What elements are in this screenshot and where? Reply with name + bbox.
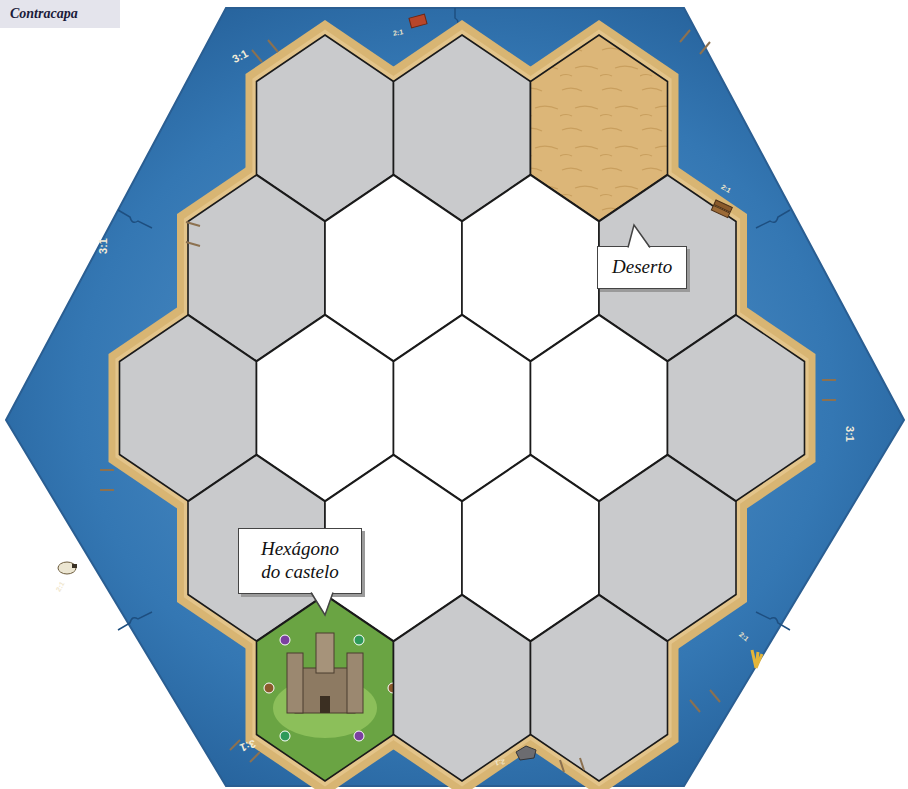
harbor-piers bbox=[100, 30, 836, 772]
callout-pointer bbox=[620, 223, 660, 249]
terrain-hex bbox=[394, 595, 531, 781]
harbor-ratio: 3:1 bbox=[844, 426, 856, 442]
ore-icon bbox=[516, 746, 536, 760]
beach bbox=[109, 20, 816, 789]
sea-frame bbox=[6, 8, 904, 786]
harbor-ratio: 2:1 bbox=[54, 580, 65, 592]
harbor-ratio: 2:1 bbox=[392, 28, 403, 37]
harbor-ratio: 2:1 bbox=[494, 758, 505, 767]
castle-hex bbox=[257, 595, 394, 781]
callout-box: Hexágono do castelo bbox=[238, 528, 362, 594]
harbor-ratio: 3:1 bbox=[97, 238, 109, 254]
header-band: Contracapa bbox=[0, 0, 120, 28]
hex-grid bbox=[120, 35, 805, 781]
callout-box: Deserto bbox=[597, 246, 687, 289]
callout-pointer bbox=[303, 591, 343, 617]
castle-picture bbox=[264, 633, 398, 741]
callout-text: Deserto bbox=[612, 256, 672, 279]
terrain-hex bbox=[531, 595, 668, 781]
grain-icon bbox=[752, 650, 762, 668]
brick-icon bbox=[409, 14, 427, 28]
harbor-icons bbox=[58, 14, 762, 760]
page-label: Contracapa bbox=[10, 6, 78, 22]
wood-icon bbox=[711, 200, 732, 218]
callout-text: Hexágono do castelo bbox=[253, 538, 347, 584]
wool-icon bbox=[58, 562, 77, 574]
